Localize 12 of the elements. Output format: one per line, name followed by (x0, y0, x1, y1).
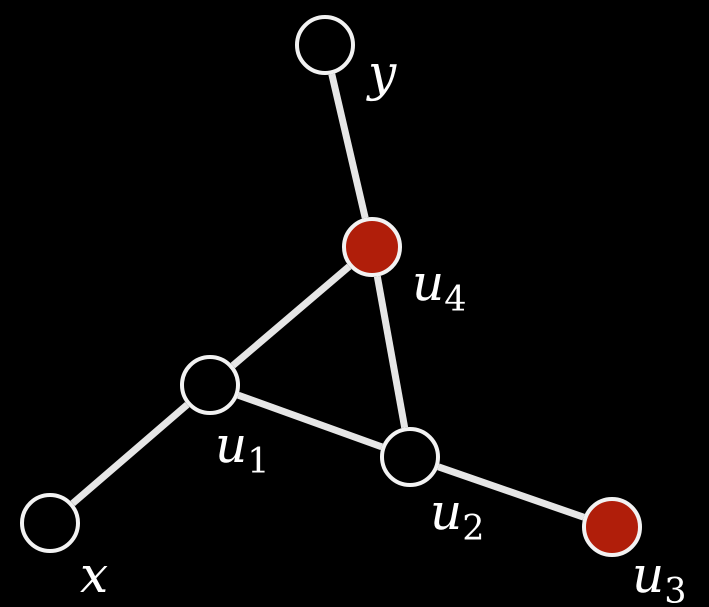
vertex-label: u$_{1}$ (215, 420, 270, 480)
graph-vertex (180, 355, 240, 415)
edge-line (230, 264, 352, 368)
edge-line (374, 276, 408, 428)
edge-line (437, 464, 585, 520)
edge-line (328, 73, 369, 219)
edge-line (237, 392, 383, 450)
vertex-label: u$_{2}$ (430, 487, 484, 546)
vertex-label: x (80, 550, 108, 600)
vertex-label: u$_{4}$ (412, 258, 466, 318)
edge-line (70, 402, 190, 506)
vertex-label: u$_{3}$ (632, 550, 686, 607)
